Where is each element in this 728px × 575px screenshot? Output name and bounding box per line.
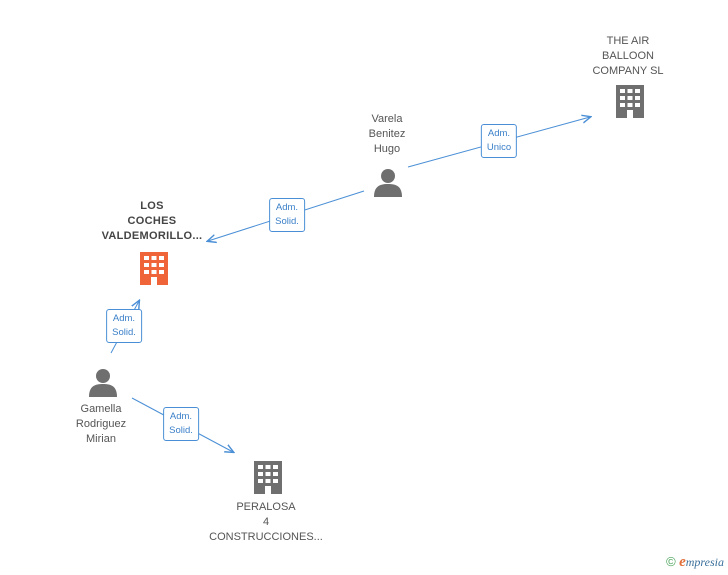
badge-line: Solid. bbox=[275, 216, 299, 227]
node-label-gamella[interactable]: Gamella Rodriguez Mirian bbox=[76, 402, 126, 447]
node-label-line: 4 bbox=[262, 516, 270, 528]
node-label-line: Rodriguez bbox=[75, 418, 127, 430]
badge-line: Solid. bbox=[169, 425, 193, 436]
node-label-line: COCHES bbox=[127, 215, 177, 227]
node-label-air-balloon[interactable]: THE AIR BALLOON COMPANY SL bbox=[592, 34, 663, 79]
node-label-line: Benitez bbox=[368, 128, 406, 140]
node-label-line: CONSTRUCCIONES... bbox=[209, 531, 323, 543]
badge-line: Solid. bbox=[112, 327, 136, 338]
node-label-line: Hugo bbox=[373, 143, 401, 155]
node-label-line: VALDEMORILLO... bbox=[101, 230, 203, 242]
brand-initial: e bbox=[679, 554, 686, 570]
node-label-varela[interactable]: Varela Benitez Hugo bbox=[369, 112, 406, 157]
relationship-badge-adm-solid[interactable]: Adm. Solid. bbox=[106, 309, 142, 343]
badge-line: Adm. bbox=[169, 411, 193, 422]
node-label-line: COMPANY SL bbox=[592, 65, 664, 77]
relationship-badge-adm-unico[interactable]: Adm. Unico bbox=[480, 124, 518, 158]
company-building-icon[interactable] bbox=[614, 84, 646, 124]
empresia-brand-logo: © empresia bbox=[666, 554, 724, 571]
node-label-line: Varela bbox=[371, 113, 403, 125]
node-label-line: LOS bbox=[140, 200, 164, 212]
node-label-peralosa[interactable]: PERALOSA 4 CONSTRUCCIONES... bbox=[209, 500, 323, 545]
node-label-line: Mirian bbox=[86, 433, 116, 445]
person-icon[interactable] bbox=[373, 167, 403, 202]
relationship-badge-adm-solid[interactable]: Adm. Solid. bbox=[163, 407, 199, 441]
node-label-line: THE AIR bbox=[606, 35, 650, 47]
node-label-line: BALLOON bbox=[602, 50, 654, 62]
badge-line: Adm. bbox=[112, 313, 136, 324]
node-label-line: Gamella bbox=[80, 403, 122, 415]
copyright-icon: © bbox=[666, 554, 676, 569]
relationship-badge-adm-solid[interactable]: Adm. Solid. bbox=[269, 198, 305, 232]
brand-rest: mpresia bbox=[685, 555, 724, 569]
company-building-icon-highlighted[interactable] bbox=[138, 251, 170, 291]
node-label-los-coches[interactable]: LOS COCHES VALDEMORILLO... bbox=[102, 199, 203, 244]
person-icon[interactable] bbox=[88, 367, 118, 402]
badge-line: Adm. bbox=[487, 128, 511, 139]
badge-line: Unico bbox=[486, 142, 512, 153]
company-building-icon[interactable] bbox=[252, 460, 284, 500]
badge-line: Adm. bbox=[275, 202, 299, 213]
node-label-line: PERALOSA bbox=[236, 501, 296, 513]
